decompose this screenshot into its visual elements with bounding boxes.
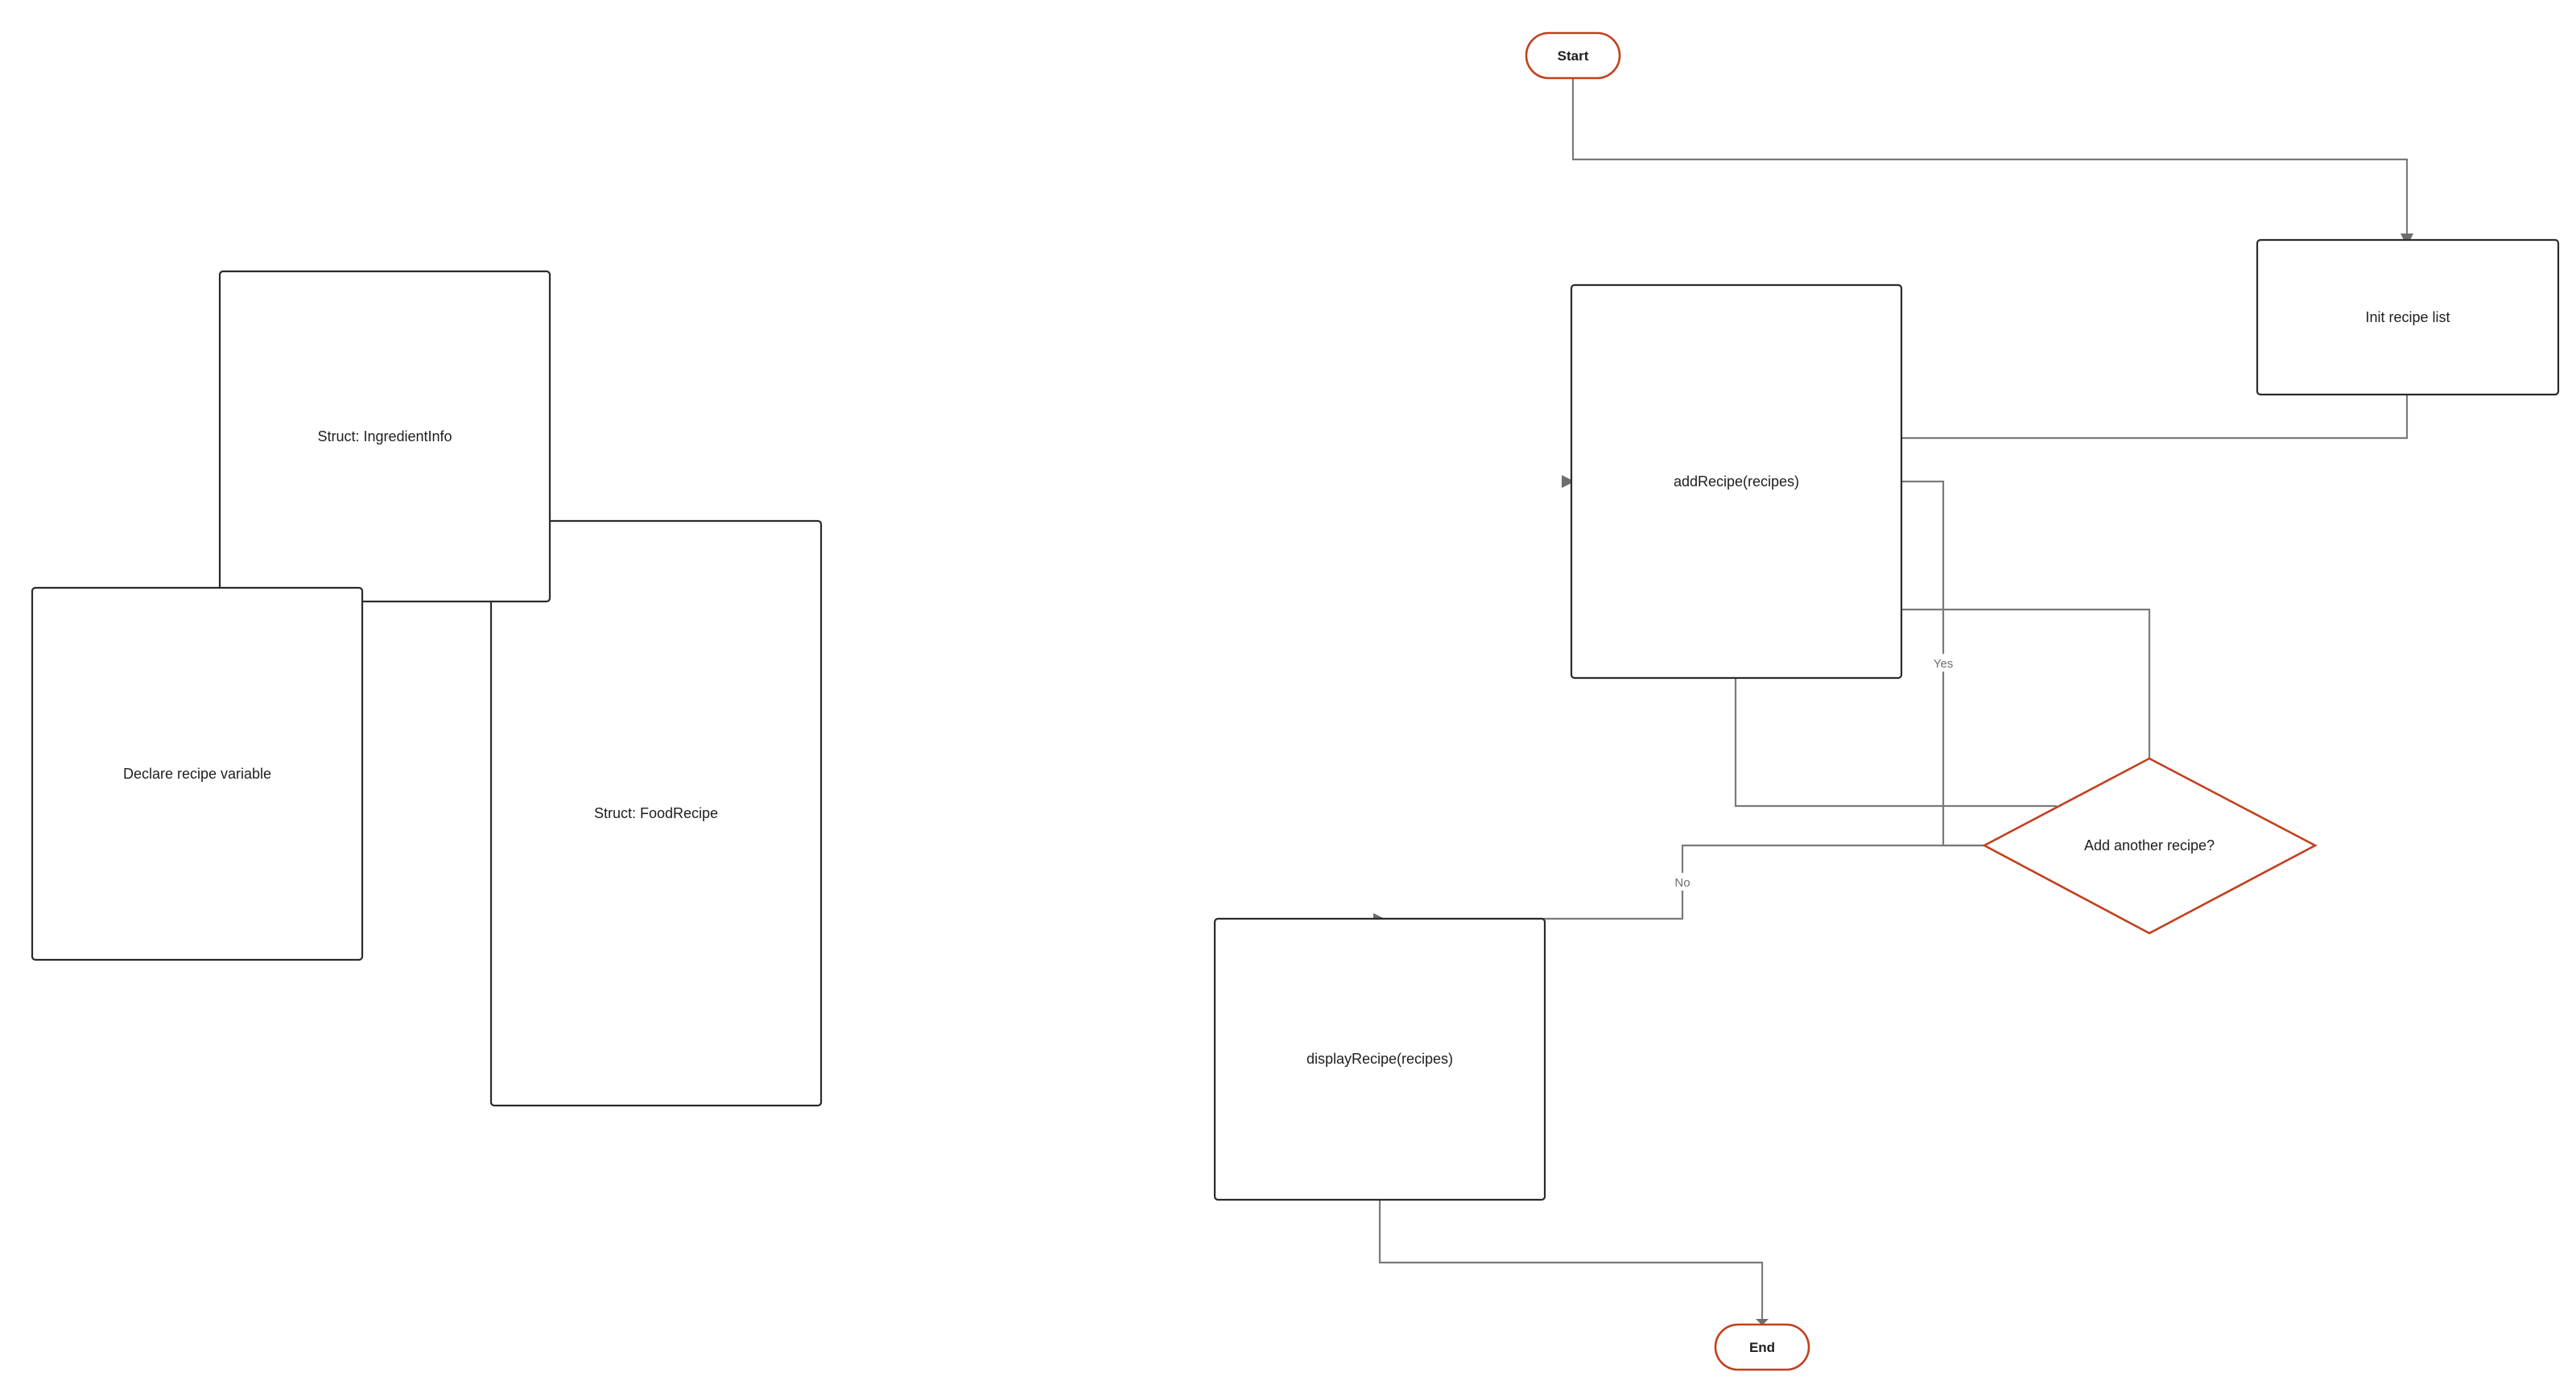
- end-node[interactable]: End: [1714, 1323, 1810, 1371]
- connector-init-to-add[interactable]: [1901, 395, 2409, 440]
- declare-recipe-box: [31, 586, 364, 961]
- end-terminal: [1714, 1323, 1810, 1371]
- display-recipe-node[interactable]: displayRecipe(recipes): [1213, 917, 1546, 1201]
- food-recipe-struct-label: Struct: FoodRecipe: [594, 805, 718, 821]
- add-another-decision-node[interactable]: Add another recipe?: [1982, 757, 2318, 935]
- add-another-decision-diamond: [1982, 757, 2318, 935]
- declare-recipe-label: Declare recipe variable: [123, 766, 271, 782]
- add-recipe-label: addRecipe(recipes): [1674, 473, 1799, 490]
- connector-start-to-init[interactable]: [1571, 79, 2409, 240]
- init-recipe-list-node[interactable]: Init recipe list: [2256, 238, 2560, 396]
- start-label: Start: [1558, 48, 1589, 64]
- add-recipe-node[interactable]: addRecipe(recipes): [1570, 283, 1903, 680]
- start-terminal: [1525, 31, 1621, 80]
- connector-decision-to-add-bottom[interactable]: [1734, 678, 2057, 808]
- init-recipe-list-box: [2256, 238, 2560, 396]
- display-recipe-label: displayRecipe(recipes): [1307, 1051, 1453, 1067]
- no-label: No: [1674, 876, 1690, 890]
- food-recipe-struct-box: [489, 519, 823, 1107]
- yes-label-bg: [1926, 654, 1961, 672]
- ingredient-info-struct-node[interactable]: Struct: IngredientInfo: [218, 270, 551, 603]
- yes-label: Yes: [1934, 657, 1953, 671]
- end-label: End: [1749, 1340, 1775, 1355]
- ingredient-info-struct-box: [218, 270, 551, 603]
- declare-recipe-node[interactable]: Declare recipe variable: [31, 586, 364, 961]
- start-node[interactable]: Start: [1525, 31, 1621, 80]
- arrowhead-add-left: [1562, 475, 1575, 488]
- food-recipe-struct-node[interactable]: Struct: FoodRecipe: [489, 519, 823, 1107]
- add-another-decision-label: Add another recipe?: [2084, 837, 2215, 854]
- display-recipe-box: [1213, 917, 1546, 1201]
- init-recipe-list-label: Init recipe list: [2365, 309, 2450, 325]
- arrowhead-end: [1756, 1319, 1769, 1325]
- connector-add-to-decision[interactable]: [1901, 608, 2151, 759]
- no-label-bg: [1668, 873, 1697, 891]
- add-recipe-box: [1570, 283, 1903, 680]
- ingredient-info-struct-label: Struct: IngredientInfo: [317, 428, 452, 444]
- connector-display-to-end[interactable]: [1378, 1200, 1764, 1324]
